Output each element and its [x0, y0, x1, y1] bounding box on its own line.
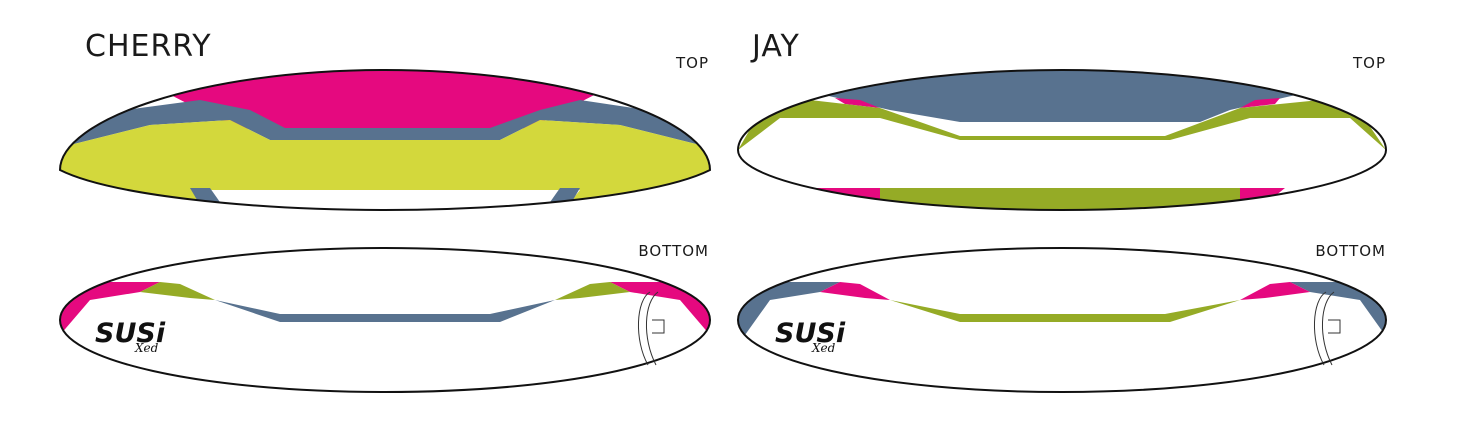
- jay-bottom-wing: SUSi Xed: [736, 246, 1388, 394]
- view-label-cherry-top: TOP: [675, 54, 709, 72]
- variant-name-cherry: CHERRY: [85, 29, 212, 64]
- view-label-cherry-bottom: BOTTOM: [638, 242, 709, 260]
- jay-top-outline: [736, 68, 1388, 212]
- cherry-top-blue-band: [60, 100, 710, 150]
- variant-name-jay: JAY: [750, 29, 800, 64]
- jay-top-pink-left: [835, 98, 880, 108]
- jay-bottom-pink-left: [820, 282, 890, 300]
- jay-top-pink-right: [1240, 98, 1280, 108]
- jay-bottom-green-band: [890, 300, 1240, 322]
- jay-top-green-band: [738, 100, 1386, 150]
- jay-bottom-logo-brand: SUSi: [775, 318, 846, 349]
- cherry-bottom-logo-brand: SUSi: [95, 318, 166, 349]
- cherry-bottom-brand-icon: [638, 291, 665, 366]
- jay-top-green-bottom: [880, 188, 1240, 210]
- cherry-top-outline: [58, 68, 712, 212]
- cherry-top-white-bottom: [200, 190, 580, 210]
- cherry-bottom-green-left: [140, 282, 215, 300]
- cherry-bottom-wing: SUSi Xed: [58, 246, 712, 394]
- cherry-bottom-blue-band: [215, 300, 555, 322]
- jay-top-wing: [736, 68, 1388, 212]
- cherry-top-wing: [58, 68, 712, 212]
- jay-bottom-outline: [736, 246, 1388, 394]
- cherry-bottom-logo-sub: Xed: [134, 341, 159, 355]
- jay-bottom-logo-sub: Xed: [811, 341, 836, 355]
- view-label-jay-top: TOP: [1352, 54, 1386, 72]
- view-label-jay-bottom: BOTTOM: [1315, 242, 1386, 260]
- cherry-bottom-green-right: [555, 282, 630, 300]
- jay-bottom-pink-right: [1240, 282, 1310, 300]
- cherry-bottom-outline: [58, 246, 712, 394]
- jay-bottom-brand-icon: [1314, 291, 1341, 366]
